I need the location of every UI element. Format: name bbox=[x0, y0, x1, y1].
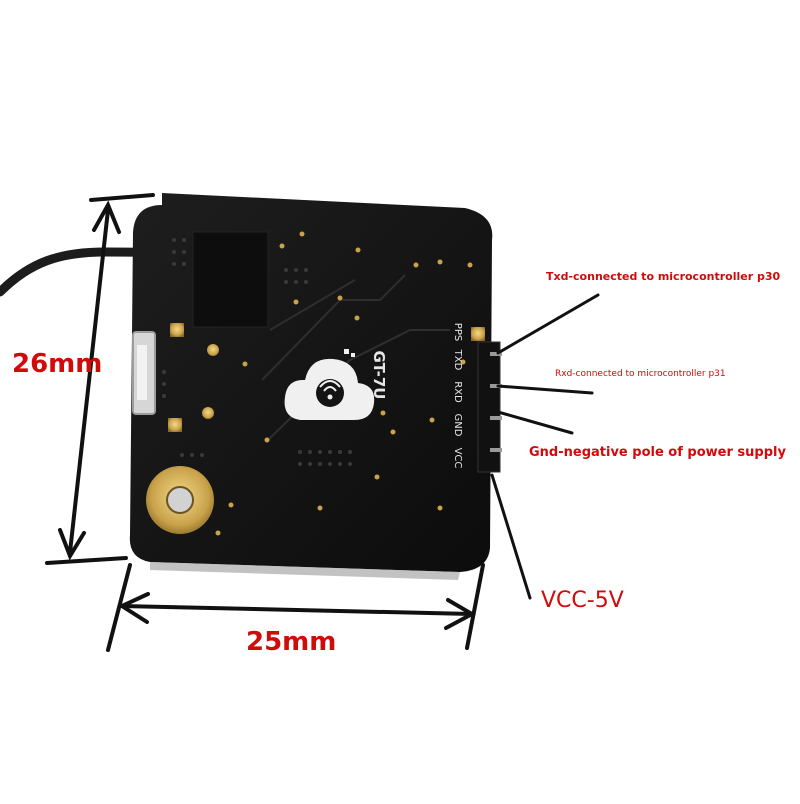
pcb-board: GT-7U PPS TXD RXD GND VCC bbox=[129, 193, 493, 580]
pin-label-pps: PPS bbox=[452, 323, 463, 341]
height-dimension-arrow bbox=[45, 193, 155, 565]
pin-label-gnd: GND bbox=[452, 414, 463, 437]
pin-header bbox=[471, 327, 502, 473]
height-label: 26mm bbox=[12, 349, 103, 379]
cloud-logo bbox=[284, 349, 375, 421]
gnd-annotation: Gnd-negative pole of power supply bbox=[529, 445, 786, 460]
model-label: GT-7U bbox=[370, 351, 388, 400]
width-label: 25mm bbox=[246, 627, 337, 657]
txd-annotation: Txd-connected to microcontroller p30 bbox=[546, 270, 781, 283]
mounting-hole bbox=[146, 466, 214, 534]
rxd-annotation: Rxd-connected to microcontroller p31 bbox=[555, 369, 726, 379]
vcc-annotation: VCC-5V bbox=[541, 588, 624, 613]
pin-label-txd: TXD bbox=[452, 349, 463, 371]
pin-label-vcc: VCC bbox=[452, 448, 463, 469]
annotation-lines bbox=[490, 293, 600, 600]
width-dimension-arrow bbox=[106, 563, 485, 652]
pin-label-rxd: RXD bbox=[452, 381, 463, 403]
